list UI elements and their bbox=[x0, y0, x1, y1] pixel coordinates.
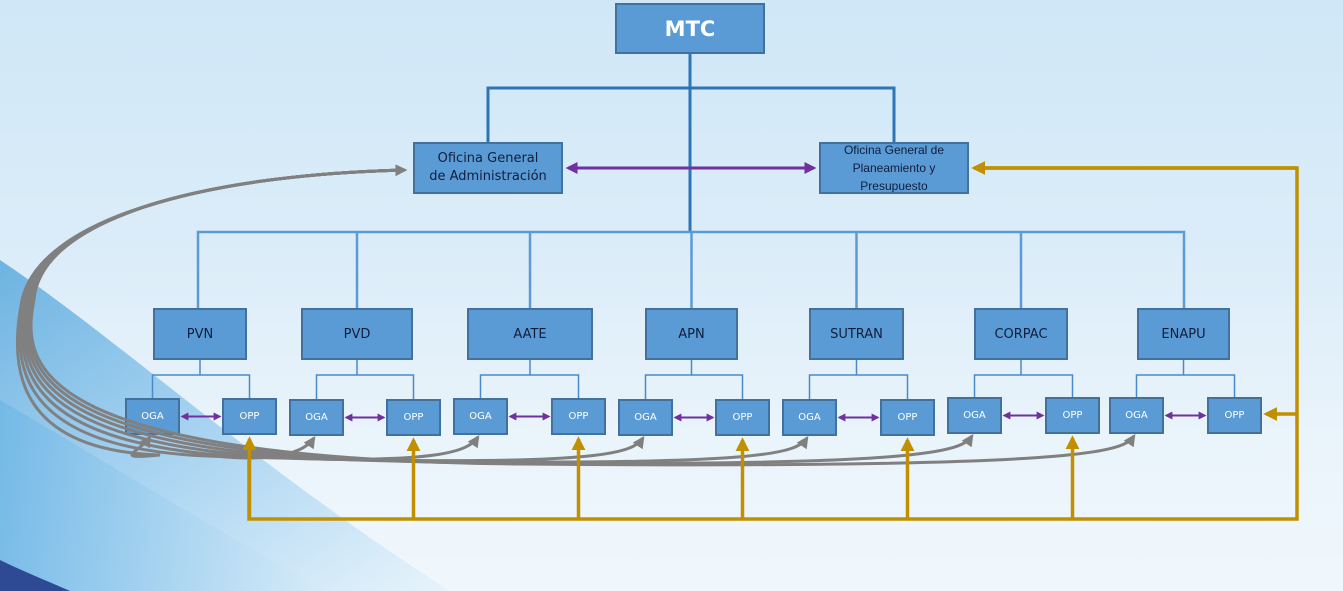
entity-label: PVD bbox=[343, 326, 371, 342]
oga-central-label: Oficina General de Administración bbox=[429, 151, 547, 184]
sub-branch-line bbox=[315, 360, 415, 399]
entity-label: APN bbox=[678, 326, 705, 342]
sub-branch-line bbox=[808, 360, 909, 399]
opp-box[interactable]: OPP bbox=[1045, 397, 1100, 434]
office-branch-line bbox=[486, 86, 896, 142]
entity-label: SUTRAN bbox=[830, 326, 883, 342]
opp-box[interactable]: OPP bbox=[386, 399, 441, 436]
mtc-box[interactable]: MTC bbox=[615, 3, 765, 54]
sub-branch-line bbox=[479, 360, 580, 398]
oga-central-box[interactable]: Oficina General de Administración bbox=[413, 142, 563, 194]
opp-box[interactable]: OPP bbox=[222, 398, 277, 435]
sub-branch-line bbox=[151, 360, 251, 398]
opp-label: OPP bbox=[1224, 410, 1245, 421]
opp-box[interactable]: OPP bbox=[551, 398, 606, 435]
ogpp-central-box[interactable]: Oficina General de Planeamiento y Presup… bbox=[819, 142, 969, 194]
sub-branch-line bbox=[1135, 360, 1236, 397]
entity-label: AATE bbox=[513, 326, 547, 342]
opp-box[interactable]: OPP bbox=[1207, 397, 1262, 434]
opp-label: OPP bbox=[239, 411, 260, 422]
opp-label: OPP bbox=[568, 411, 589, 422]
opp-label: OPP bbox=[403, 412, 424, 423]
entity-box-pvn[interactable]: PVN bbox=[153, 308, 247, 360]
opp-label: OPP bbox=[897, 412, 918, 423]
entity-box-aate[interactable]: AATE bbox=[467, 308, 593, 360]
oga-label: OGA bbox=[469, 411, 492, 422]
oga-label: OGA bbox=[798, 412, 821, 423]
oga-box[interactable]: OGA bbox=[289, 399, 344, 436]
oga-label: OGA bbox=[963, 410, 986, 421]
oga-box[interactable]: OGA bbox=[618, 399, 673, 436]
wave-dark bbox=[0, 560, 70, 591]
oga-box[interactable]: OGA bbox=[1109, 397, 1164, 434]
oga-box[interactable]: OGA bbox=[125, 398, 180, 435]
entity-label: PVN bbox=[186, 326, 214, 342]
oga-label: OGA bbox=[1125, 410, 1148, 421]
oga-box[interactable]: OGA bbox=[782, 399, 837, 436]
opp-label: OPP bbox=[732, 412, 753, 423]
entity-label: ENAPU bbox=[1161, 326, 1206, 342]
opp-label: OPP bbox=[1062, 410, 1083, 421]
sub-branch-line bbox=[644, 360, 744, 399]
sub-branch-line bbox=[973, 360, 1074, 397]
oga-label: OGA bbox=[305, 412, 328, 423]
entity-box-apn[interactable]: APN bbox=[645, 308, 738, 360]
oga-label: OGA bbox=[634, 412, 657, 423]
entity-box-enapu[interactable]: ENAPU bbox=[1137, 308, 1230, 360]
oga-box[interactable]: OGA bbox=[453, 398, 508, 435]
entity-box-corpac[interactable]: CORPAC bbox=[974, 308, 1068, 360]
opp-box[interactable]: OPP bbox=[880, 399, 935, 436]
entity-label: CORPAC bbox=[994, 326, 1048, 342]
ogpp-central-label: Oficina General de Planeamiento y Presup… bbox=[843, 143, 945, 193]
entity-box-sutran[interactable]: SUTRAN bbox=[809, 308, 904, 360]
entity-box-pvd[interactable]: PVD bbox=[301, 308, 413, 360]
oga-label: OGA bbox=[141, 411, 164, 422]
mtc-label: MTC bbox=[664, 16, 716, 41]
opp-box[interactable]: OPP bbox=[715, 399, 770, 436]
wave-mid bbox=[0, 400, 330, 591]
oga-box[interactable]: OGA bbox=[947, 397, 1002, 434]
